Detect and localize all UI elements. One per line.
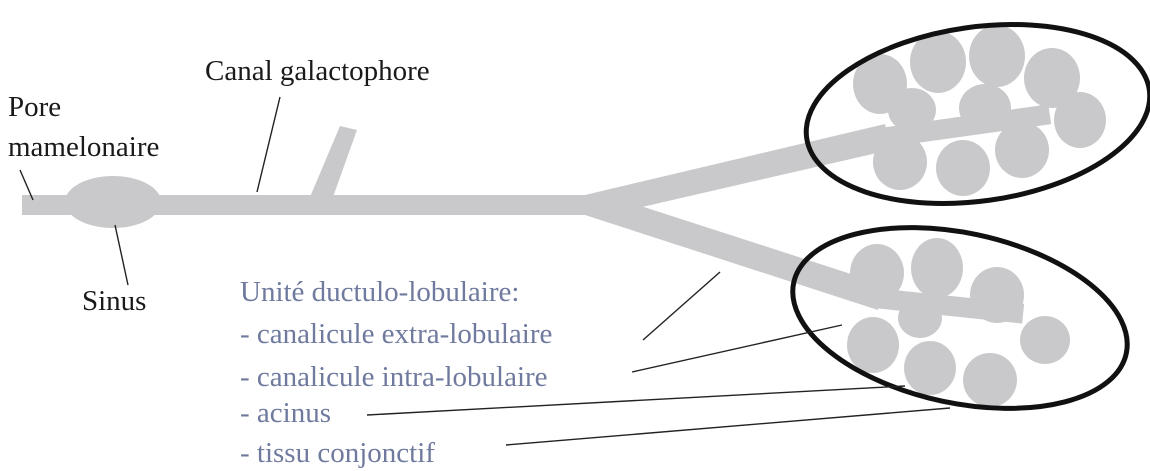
lower-lobule (790, 225, 1130, 411)
label-canal-galactophore: Canal galactophore (205, 55, 430, 87)
leader-lines (19, 96, 951, 446)
label-tissu-conjonctif: - tissu conjonctif (240, 437, 435, 469)
lower-lobule-acini (847, 238, 1070, 407)
lower-branch (585, 195, 885, 310)
leader-pore (19, 169, 34, 201)
label-unite-title: Unité ductulo-lobulaire: (240, 276, 519, 308)
side-branch (310, 126, 357, 197)
leader-intra (631, 324, 843, 373)
leader-canal (256, 96, 281, 193)
label-pore-line2: mamelonaire (8, 131, 159, 163)
label-acinus: - acinus (240, 397, 331, 429)
upper-lobule-outline (803, 22, 1150, 206)
leader-acinus (366, 385, 906, 416)
upper-lobule (803, 22, 1150, 206)
leader-tissu (505, 407, 951, 446)
label-sinus: Sinus (82, 285, 146, 317)
sinus-shape (65, 176, 161, 228)
leader-sinus (114, 224, 129, 286)
galactophore-duct (22, 124, 890, 310)
leader-extra (642, 271, 721, 341)
lower-lobule-outline (790, 225, 1130, 411)
label-canalicule-intra: - canalicule intra-lobulaire (240, 361, 548, 393)
upper-lobule-acini (853, 25, 1106, 196)
label-pore-line1: Pore (8, 91, 61, 123)
label-canalicule-extra: - canalicule extra-lobulaire (240, 318, 552, 350)
upper-branch (585, 124, 890, 215)
